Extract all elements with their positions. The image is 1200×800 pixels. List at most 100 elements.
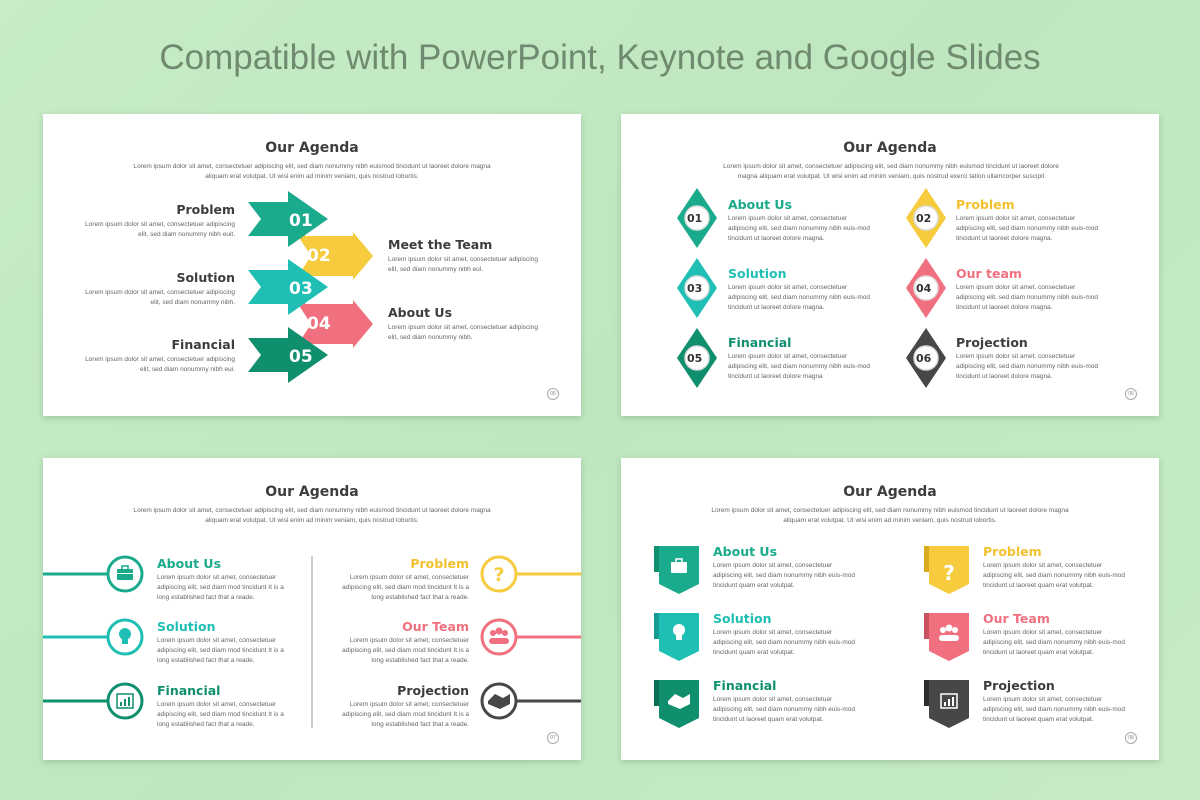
agenda-label-our-team: Our team <box>956 266 1022 281</box>
team-icon <box>489 627 509 644</box>
agenda-desc: Lorem ipsum dolor sit amet, consectetuer… <box>728 284 870 311</box>
handshake-icon <box>668 694 690 709</box>
agenda-desc: Lorem ipsum dolor sit amet, consectetuer… <box>388 324 538 341</box>
handshake-icon <box>488 694 510 709</box>
agenda-desc: Lorem ipsum dolor sit amet, consectetuer… <box>956 215 1098 242</box>
diamond-02 <box>906 188 946 248</box>
agenda-label-solution: Solution <box>728 266 787 281</box>
slide-subtitle: Lorem ipsum dolor sit amet, consectetuer… <box>133 163 491 180</box>
agenda-desc: Lorem ipsum dolor sit amet, consectetuer… <box>983 562 1125 589</box>
diamond-markers <box>677 188 946 388</box>
arrow-stack <box>248 191 373 383</box>
circle-line-graphics: ? <box>43 555 581 728</box>
arrow-01 <box>248 191 328 247</box>
chart-icon <box>940 693 958 709</box>
lightbulb-icon <box>673 624 685 636</box>
diamond-number-02: 02 <box>916 212 932 225</box>
arrow-number-03: 03 <box>289 279 313 299</box>
agenda-desc: Lorem ipsum dolor sit amet, consectetuer… <box>956 353 1098 380</box>
diamond-number-01: 01 <box>687 212 703 225</box>
agenda-desc: Lorem ipsum dolor sit amet, consectetuer… <box>157 701 284 728</box>
agenda-label-solution: Solution <box>157 619 216 634</box>
agenda-label-about-us: About Us <box>388 305 453 320</box>
agenda-desc: Lorem ipsum dolor sit amet, consectetuer… <box>388 256 538 273</box>
agenda-label-about-us: About Us <box>157 556 222 571</box>
agenda-label-financial: Financial <box>728 335 792 350</box>
chart-icon <box>116 693 134 709</box>
agenda-label-projection: Projection <box>956 335 1028 350</box>
agenda-label-problem: Problem <box>410 556 469 571</box>
tab-projection <box>924 680 969 728</box>
arrow-number-05: 05 <box>289 347 313 367</box>
agenda-desc: Lorem ipsum dolor sit amet, consectetuer… <box>157 574 284 601</box>
arrow-number-02: 02 <box>307 246 331 266</box>
page-headline: Compatible with PowerPoint, Keynote and … <box>159 38 1041 77</box>
agenda-desc: Lorem ipsum dolor sit amet, consectetuer… <box>342 701 469 728</box>
agenda-label-meet-the-team: Meet the Team <box>388 237 493 252</box>
diamond-number-06: 06 <box>916 352 932 365</box>
slide-subtitle: Lorem ipsum dolor sit amet, consectetuer… <box>711 507 1069 524</box>
tab-markers: ? <box>654 546 969 728</box>
agenda-desc: Lorem ipsum dolor sit amet, consectetuer… <box>342 637 469 664</box>
tab-about-us <box>654 546 699 594</box>
agenda-desc: Lorem ipsum dolor sit amet, consectetuer… <box>956 284 1098 311</box>
agenda-label-about-us: About Us <box>713 544 778 559</box>
diamond-06 <box>906 328 946 388</box>
question-icon: ? <box>493 564 504 586</box>
tab-solution <box>654 613 699 661</box>
agenda-label-about-us: About Us <box>728 197 793 212</box>
agenda-desc: Lorem ipsum dolor sit amet, consectetuer… <box>713 629 855 656</box>
arrow-03 <box>248 259 328 315</box>
slide-07-lines[interactable]: Our Agenda Lorem ipsum dolor sit amet, c… <box>43 458 581 760</box>
slide-08-tabs[interactable]: Our Agenda Lorem ipsum dolor sit amet, c… <box>621 458 1159 760</box>
agenda-desc: Lorem ipsum dolor sit amet, consectetuer… <box>728 353 870 380</box>
slide-05-arrows[interactable]: Our Agenda Lorem ipsum dolor sit amet, c… <box>43 114 581 416</box>
diamond-number-04: 04 <box>916 282 932 295</box>
briefcase-icon <box>117 565 133 580</box>
diamond-number-05: 05 <box>687 352 703 365</box>
agenda-label-financial: Financial <box>713 678 777 693</box>
arrow-number-04: 04 <box>307 314 331 334</box>
agenda-desc: Lorem ipsum dolor sit amet, consectetuer… <box>728 215 870 242</box>
agenda-label-our-team: Our Team <box>402 619 469 634</box>
agenda-desc: Lorem ipsum dolor sit amet, consectetuer… <box>85 356 235 373</box>
agenda-label-problem: Problem <box>956 197 1015 212</box>
arrow-number-01: 01 <box>289 211 313 231</box>
agenda-desc: Lorem ipsum dolor sit amet, consectetuer… <box>157 637 284 664</box>
tab-problem: ? <box>924 546 969 594</box>
lightbulb-icon <box>119 628 131 644</box>
page-number: 08 <box>1125 732 1137 744</box>
diamond-number-03: 03 <box>687 282 703 295</box>
agenda-label-problem: Problem <box>176 202 235 217</box>
agenda-label-financial: Financial <box>157 683 221 698</box>
agenda-desc: Lorem ipsum dolor sit amet, consectetuer… <box>85 289 235 306</box>
agenda-desc: Lorem ipsum dolor sit amet, consectetuer… <box>983 629 1125 656</box>
tab-financial <box>654 680 699 728</box>
agenda-label-problem: Problem <box>983 544 1042 559</box>
agenda-label-solution: Solution <box>176 270 235 285</box>
agenda-label-our-team: Our Team <box>983 611 1050 626</box>
page-number: 06 <box>1125 388 1137 400</box>
arrow-05 <box>248 327 328 383</box>
agenda-label-projection: Projection <box>397 683 469 698</box>
agenda-desc: Lorem ipsum dolor sit amet, consectetuer… <box>713 562 855 589</box>
diamond-05 <box>677 328 717 388</box>
agenda-label-financial: Financial <box>171 337 235 352</box>
slide-title: Our Agenda <box>265 484 359 500</box>
slide-title: Our Agenda <box>265 140 359 156</box>
diamond-03 <box>677 258 717 318</box>
diamond-04 <box>906 258 946 318</box>
agenda-label-solution: Solution <box>713 611 772 626</box>
agenda-label-projection: Projection <box>983 678 1055 693</box>
question-icon: ? <box>943 561 955 585</box>
agenda-desc: Lorem ipsum dolor sit amet, consectetuer… <box>85 221 235 238</box>
page-number: 07 <box>547 732 559 744</box>
slide-title: Our Agenda <box>843 140 937 156</box>
slide-06-diamonds[interactable]: Our Agenda Lorem ipsum dolor sit amet, c… <box>621 114 1159 416</box>
tab-our-team <box>924 613 969 661</box>
slide-subtitle: Lorem ipsum dolor sit amet, consectetuer… <box>133 507 491 524</box>
agenda-desc: Lorem ipsum dolor sit amet, consectetuer… <box>713 696 855 723</box>
diamond-01 <box>677 188 717 248</box>
agenda-desc: Lorem ipsum dolor sit amet, consectetuer… <box>983 696 1125 723</box>
slide-title: Our Agenda <box>843 484 937 500</box>
